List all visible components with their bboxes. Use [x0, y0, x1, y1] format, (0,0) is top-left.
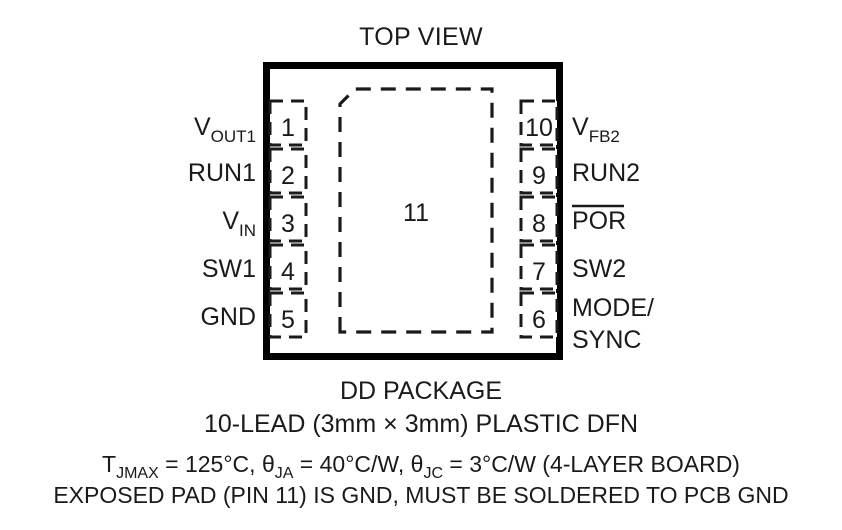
pin-label-4-main: SW1: [202, 255, 256, 283]
pin-box-4: [268, 243, 308, 291]
pin-box-7: [519, 243, 559, 291]
pin-label-10-sub: FB2: [589, 127, 620, 146]
page-title: TOP VIEW: [359, 23, 483, 51]
pin-row-2: 2 RUN1: [188, 147, 308, 195]
caption-package-name: DD PACKAGE: [340, 377, 502, 405]
pin-label-1-sub: OUT1: [211, 127, 256, 146]
pin-row-8: 8 POR: [519, 195, 626, 243]
pin-row-4: 4 SW1: [202, 243, 308, 291]
theta-jc-symbol: θ: [411, 451, 424, 477]
pin-number-2: 2: [281, 162, 295, 190]
pin-row-5: 5 GND: [200, 291, 308, 339]
pin-row-9: 9 RUN2: [519, 147, 640, 195]
pin-number-6: 6: [532, 306, 546, 334]
pin-label-8-main: POR: [572, 207, 626, 235]
pin-box-2: [268, 147, 308, 195]
tjmax-symbol: T: [102, 451, 116, 477]
pin-row-1: 1 VOUT1: [194, 99, 308, 147]
pin-row-7: 7 SW2: [519, 243, 626, 291]
pin-label-7: SW2: [572, 255, 626, 283]
pin-label-5: GND: [200, 303, 256, 331]
pin-label-6-line1: MODE/: [572, 294, 654, 322]
exposed-pad-number: 11: [403, 199, 429, 227]
pin-box-3: [268, 195, 308, 243]
pin-box-1: [268, 99, 308, 147]
caption-exposed-pad-note: EXPOSED PAD (PIN 11) IS GND, MUST BE SOL…: [53, 482, 788, 508]
pin-box-5: [268, 291, 308, 339]
pin-label-9: RUN2: [572, 159, 640, 187]
pin-label-1: VOUT1: [194, 113, 256, 146]
pin-box-8: [519, 195, 559, 243]
pin-label-3-main: V: [222, 207, 239, 235]
theta-jc-value: = 3°C/W (4-LAYER BOARD): [443, 451, 740, 477]
pin-row-6: 6 MODE/ SYNC: [519, 291, 654, 354]
theta-ja-subscript: JA: [275, 465, 294, 482]
pin-number-1: 1: [281, 114, 295, 142]
pin-box-9: [519, 147, 559, 195]
pin-label-4: SW1: [202, 255, 256, 283]
exposed-pad-outline: [338, 87, 494, 334]
package-body-outline: [263, 62, 563, 360]
pin-label-1-main: V: [194, 113, 211, 141]
pin-label-3-sub: IN: [239, 221, 256, 240]
pin-label-6-line2: SYNC: [572, 326, 641, 354]
pin-label-10-main: V: [572, 113, 589, 141]
pin-label-7-main: SW2: [572, 255, 626, 283]
pin-label-3: VIN: [222, 207, 256, 240]
pin-number-3: 3: [281, 210, 295, 238]
caption-package-desc: 10-LEAD (3mm × 3mm) PLASTIC DFN: [204, 410, 638, 438]
theta-jc-subscript: JC: [423, 465, 443, 482]
pin-label-2: RUN1: [188, 159, 256, 187]
pin-label-10: VFB2: [572, 113, 620, 146]
pin-label-8: POR: [572, 207, 626, 235]
pin-number-9: 9: [532, 162, 546, 190]
pin-row-3: 3 VIN: [222, 195, 308, 243]
pin-label-9-main: RUN2: [572, 159, 640, 187]
theta-ja-symbol: θ: [262, 451, 275, 477]
pin-number-4: 4: [281, 258, 295, 286]
tjmax-subscript: JMAX: [116, 465, 159, 482]
pin-row-10: 10 VFB2: [519, 99, 620, 147]
pin-number-10: 10: [525, 114, 553, 142]
pin-box-6: [519, 291, 559, 339]
tjmax-value: = 125°C,: [159, 451, 262, 477]
pin-label-2-main: RUN1: [188, 159, 256, 187]
caption-thermal-specs: TJMAX = 125°C, θJA = 40°C/W, θJC = 3°C/W…: [102, 451, 740, 482]
pin-label-5-main: GND: [200, 303, 256, 331]
theta-ja-value: = 40°C/W,: [293, 451, 410, 477]
pin-box-10: [519, 99, 559, 147]
pin-number-5: 5: [281, 306, 295, 334]
pin-number-8: 8: [532, 210, 546, 238]
pin-number-7: 7: [532, 258, 546, 286]
